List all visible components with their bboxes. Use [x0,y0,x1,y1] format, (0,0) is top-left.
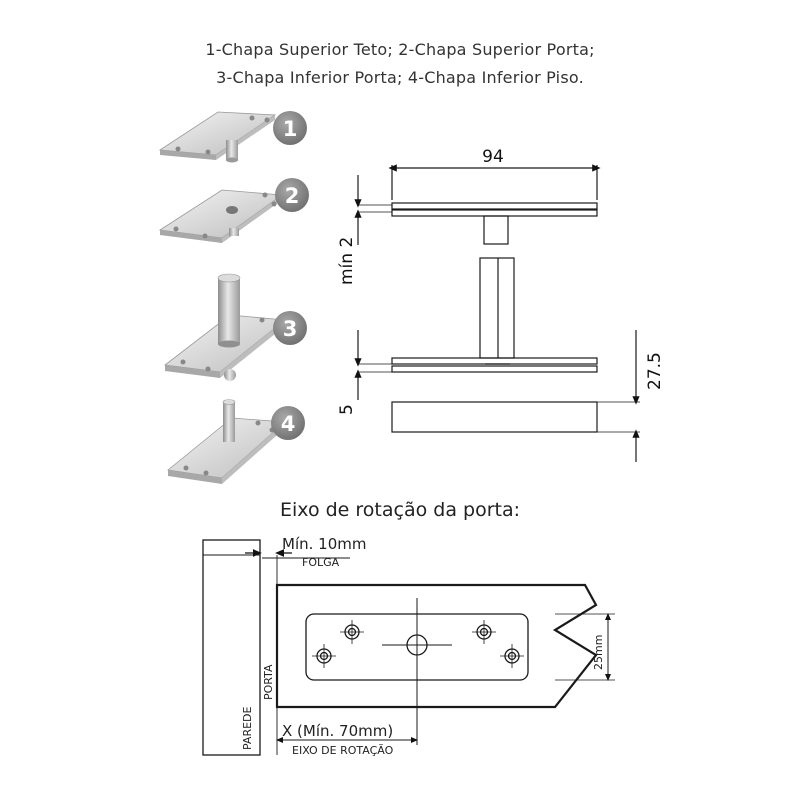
part-4-number: 4 [281,412,296,436]
part-2-door-top-plate [158,189,284,243]
section-title: Eixo de rotação da porta: [280,499,520,521]
dim-min-gap: mín 2 [337,237,357,285]
part-2-badge: 2 [275,178,309,212]
depth-label: 25mm [592,635,605,670]
dim-height: 27.5 [645,352,665,390]
part-1-number: 1 [283,117,298,141]
caption-line-1: 1-Chapa Superior Teto; 2-Chapa Superior … [205,40,595,59]
clearance-label: Mín. 10mm [282,535,366,553]
part-4-badge: 4 [271,406,305,440]
part-1-ceiling-plate [158,111,277,163]
part-3-number: 3 [283,317,298,341]
wall-label: PAREDE [241,706,254,750]
dim-width: 94 [482,147,504,167]
door-label: PORTA [262,664,275,700]
caption-line-2: 3-Chapa Inferior Porta; 4-Chapa Inferior… [216,68,584,87]
plan-view-drawing [202,539,615,756]
part-2-number: 2 [285,184,300,208]
part-3-door-bottom-plate [163,273,287,381]
axis-sub-label: EIXO DE ROTAÇÃO [292,744,394,757]
part-3-badge: 3 [273,311,307,345]
part-4-floor-plate [167,399,286,484]
axis-distance-label: X (Mín. 70mm) [282,722,393,740]
side-elevation-drawing [354,164,640,462]
dim-thickness: 5 [337,404,357,415]
clearance-sub-label: FOLGA [302,556,340,569]
part-1-badge: 1 [273,111,307,145]
